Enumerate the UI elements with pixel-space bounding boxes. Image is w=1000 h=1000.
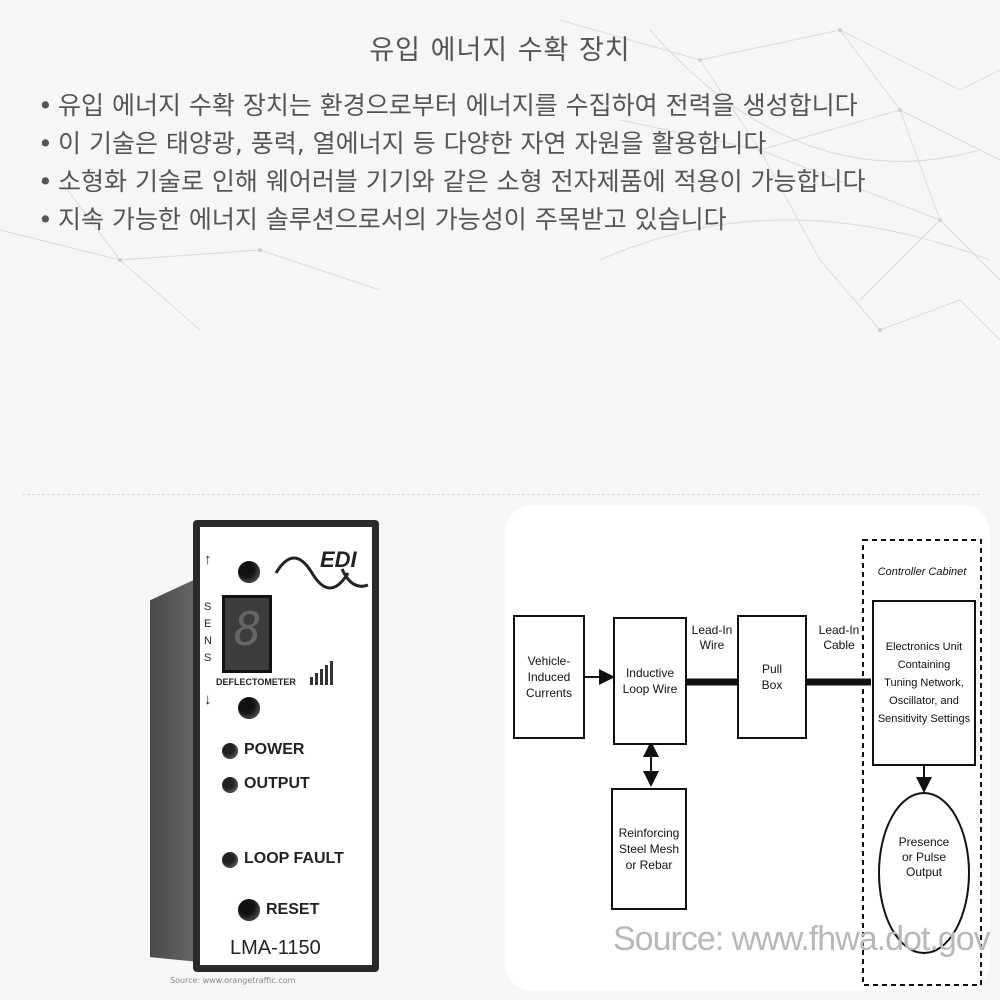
loop-fault-led (222, 852, 238, 868)
inductive-loop-box: Inductive Loop Wire (613, 617, 687, 745)
loop-detector-diagram: Vehicle- Induced Currents Inductive Loop… (505, 505, 991, 991)
lead-in-cable-label: Lead-In Cable (818, 623, 860, 652)
deflectometer-label: DEFLECTOMETER (216, 677, 296, 687)
controller-cabinet-label: Controller Cabinet (877, 566, 967, 578)
reinforcing-steel-box: Reinforcing Steel Mesh or Rebar (611, 788, 687, 910)
pull-box: Pull Box (737, 615, 807, 739)
signal-bars-icon (310, 661, 333, 685)
output-led (222, 777, 238, 793)
pull-box-label: Pull Box (761, 662, 783, 692)
bullet-text: 유입 에너지 수확 장치는 환경으로부터 에너지를 수집하여 전력을 생성합니다 (58, 91, 858, 120)
sens-label: SENS (204, 601, 216, 664)
sens-down-knob[interactable] (238, 697, 260, 719)
bullet-marker: • (38, 91, 53, 120)
device-image-source: Source: www.orangetraffic.com (170, 976, 296, 985)
power-label: POWER (244, 741, 305, 758)
edi-logo-icon (274, 556, 369, 590)
bullet-marker: • (38, 167, 53, 196)
presence-output-label: Presence or Pulse Output (898, 835, 950, 879)
electronics-unit-box: Electronics Unit Containing Tuning Netwo… (872, 600, 976, 766)
page-title: 유입 에너지 수확 장치 (369, 35, 631, 66)
seven-segment-display: 8 (222, 595, 272, 673)
bullet-marker: • (38, 129, 53, 158)
loop-detector-device: ↑ EDI SENS 8 DEFLECTOMETER ↓ POWER OUTPU… (90, 510, 390, 990)
sens-up-knob[interactable] (238, 561, 260, 583)
edi-logo-text: EDI (320, 547, 357, 572)
sens-down-arrow: ↓ (204, 691, 212, 708)
bullet-item: •유입 에너지 수확 장치는 환경으로부터 에너지를 수집하여 전력을 생성합니… (38, 92, 938, 119)
electronics-unit-label: Electronics Unit Containing Tuning Netwo… (877, 641, 971, 725)
bullet-list: •유입 에너지 수확 장치는 환경으로부터 에너지를 수집하여 전력을 생성합니… (38, 92, 938, 244)
diagram-source: Source: www.fhwa.dot.gov (613, 920, 991, 958)
loop-fault-label: LOOP FAULT (244, 850, 344, 867)
background-network-pattern (0, 19, 1000, 341)
bullet-item: •이 기술은 태양광, 풍력, 열에너지 등 다양한 자연 자원을 활용합니다 (38, 130, 938, 157)
vehicle-currents-box: Vehicle- Induced Currents (513, 615, 585, 739)
lead-in-wire-label: Lead-In Wire (691, 623, 733, 652)
bullet-text: 지속 가능한 에너지 솔루션으로서의 가능성이 주목받고 있습니다 (58, 205, 727, 234)
section-divider (22, 494, 980, 495)
reinforcing-steel-label: Reinforcing Steel Mesh or Rebar (618, 826, 680, 872)
bullet-item: •지속 가능한 에너지 솔루션으로서의 가능성이 주목받고 있습니다 (38, 206, 938, 233)
diagram-connectors (585, 539, 982, 986)
bullet-marker: • (38, 205, 53, 234)
device-front-panel: ↑ EDI SENS 8 DEFLECTOMETER ↓ POWER OUTPU… (193, 520, 379, 972)
sens-up-arrow: ↑ (204, 551, 212, 568)
bullet-text: 소형화 기술로 인해 웨어러블 기기와 같은 소형 전자제품에 적용이 가능합니… (58, 167, 866, 196)
bullet-text: 이 기술은 태양광, 풍력, 열에너지 등 다양한 자연 자원을 활용합니다 (58, 129, 767, 158)
reset-button[interactable] (238, 899, 260, 921)
bullet-item: •소형화 기술로 인해 웨어러블 기기와 같은 소형 전자제품에 적용이 가능합… (38, 168, 938, 195)
inductive-loop-label: Inductive Loop Wire (622, 666, 678, 696)
reset-label: RESET (266, 901, 320, 918)
output-label: OUTPUT (244, 775, 310, 792)
power-led (222, 743, 238, 759)
display-digit: 8 (234, 602, 262, 656)
vehicle-currents-label: Vehicle- Induced Currents (525, 654, 572, 700)
model-label: LMA-1150 (230, 937, 321, 959)
